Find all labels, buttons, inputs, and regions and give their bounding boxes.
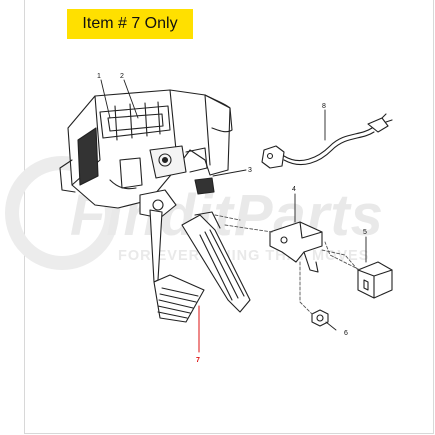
callout-5: 5 — [363, 229, 367, 236]
diagram-frame — [24, 0, 434, 434]
item-8-harness — [261, 113, 393, 169]
item-5-switch — [357, 261, 393, 299]
callout-6: 6 — [344, 330, 348, 337]
callout-2: 2 — [120, 73, 124, 80]
watermark-tagline: FOR EVERYTHING THAT MOVES — [118, 248, 370, 264]
assembly-lines — [214, 214, 361, 315]
callout-leaders — [100, 79, 367, 331]
pedal-bracket-assembly — [59, 89, 233, 219]
callout-7-highlighted: 7 — [196, 357, 200, 364]
item-only-badge: Item # 7 Only — [67, 9, 193, 39]
item-4-bracket — [269, 221, 323, 273]
brake-pedal — [149, 209, 205, 323]
callout-3: 3 — [248, 167, 252, 174]
watermark-ring-icon — [5, 156, 119, 270]
item-6-nut — [311, 309, 329, 327]
callout-4: 4 — [292, 186, 296, 193]
callout-8: 8 — [322, 103, 326, 110]
callout-1: 1 — [97, 73, 101, 80]
accelerator-pedal — [181, 211, 251, 313]
